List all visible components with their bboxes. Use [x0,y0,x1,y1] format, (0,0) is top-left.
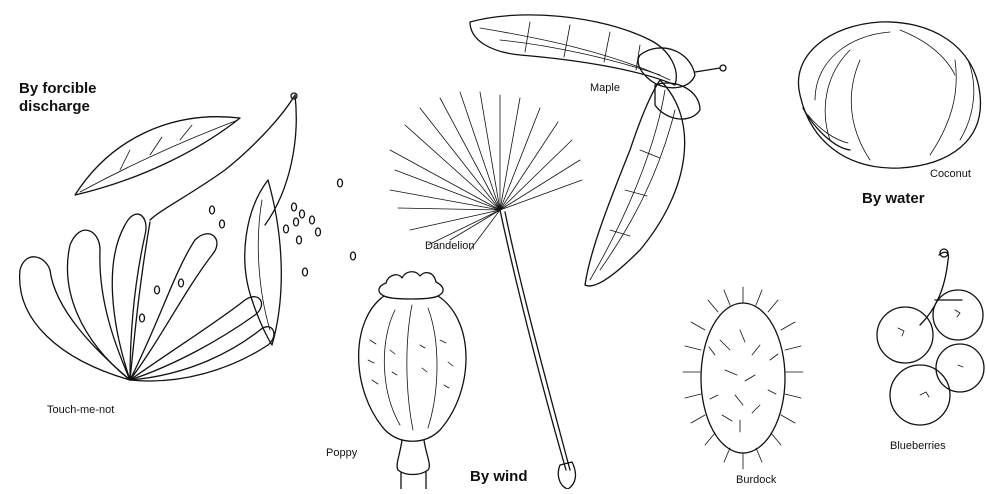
heading-by-wind: By wind [470,468,528,486]
coconut-drawing [798,22,980,168]
label-poppy: Poppy [326,447,357,459]
dandelion-drawing [390,92,582,489]
label-blueberries: Blueberries [890,440,946,452]
touch-me-not-drawing [20,93,356,381]
label-coconut: Coconut [930,168,971,180]
burdock-drawing [683,287,803,469]
blueberries-drawing [877,249,984,425]
poppy-drawing [359,272,466,489]
label-maple: Maple [590,82,620,94]
label-touch-me-not: Touch-me-not [47,404,114,416]
heading-by-water: By water [862,190,925,208]
heading-by-forcible-discharge: By forcible discharge [19,80,139,116]
label-dandelion: Dandelion [425,240,475,252]
label-burdock: Burdock [736,474,776,486]
